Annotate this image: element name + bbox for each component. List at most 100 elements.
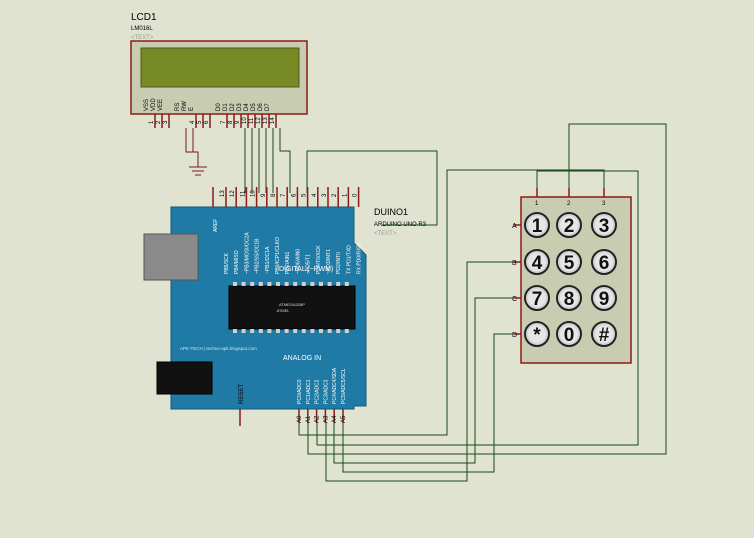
digital-pin-name: ~PD5/T1: [306, 254, 312, 274]
keypad-key-face: [528, 216, 546, 234]
digital-pin-name: ~PD3/INT1: [326, 249, 332, 274]
chip-pin: [233, 282, 237, 286]
lcd-screen: [140, 47, 300, 88]
mcu-chip-sub-label: ATMEL: [276, 308, 290, 313]
digital-pin-number: 6: [291, 193, 297, 197]
chip-pin: [241, 282, 246, 286]
chip-pin: [267, 329, 272, 333]
keypad-key-label: 7: [532, 289, 543, 310]
lcd-pin-name: D2: [230, 103, 236, 111]
lcd-pin-number: 4: [190, 120, 196, 124]
chip-pin: [319, 329, 323, 333]
analog-pin-name: PC3/ADC3: [323, 379, 329, 404]
mcu-chip: [228, 285, 356, 330]
digital-pin-name: PD7/AIN1: [285, 252, 291, 274]
digital-pin-number: 8: [271, 193, 277, 197]
keypad-row-label: D: [512, 332, 517, 339]
lcd-pin-name: VSS: [144, 99, 150, 111]
chip-pin: [336, 282, 341, 286]
digital-pin-number: 2: [332, 193, 338, 197]
digital-pin-name: RX PD0/RXD: [357, 244, 363, 274]
digital-pin-number: 9: [261, 193, 267, 197]
lcd-pin-number: 8: [228, 120, 234, 124]
chip-pin: [284, 282, 289, 286]
digital-pin-name: TX PD1/TXD: [346, 245, 352, 274]
power-jack: [156, 361, 213, 395]
lcd-part-label: LM016L: [131, 26, 153, 32]
chip-pin: [327, 329, 332, 333]
keypad-key-face: [528, 325, 546, 343]
lcd-pin-name: D4: [244, 103, 250, 111]
digital-pin-name: PB5/SCK: [224, 252, 230, 274]
lcd-pin-number: 6: [204, 120, 210, 124]
lcd-pin-number: 5: [197, 120, 203, 124]
analog-pin-name: PC2/ADC2: [315, 379, 321, 404]
lcd-pin-name: D3: [237, 103, 243, 111]
keypad-key-face: [595, 216, 613, 234]
digital-pin-number: 5: [302, 193, 308, 197]
chip-pin: [267, 282, 272, 286]
keypad-row-label: A: [512, 223, 517, 230]
keypad-key-face: [528, 289, 546, 307]
arduino-component[interactable]: ATMEGA328P ATMEL DIGITAL (~PWM) ANALOG I…: [143, 187, 427, 426]
lcd-pin-number: 1: [149, 120, 155, 124]
chip-pin: [293, 282, 298, 286]
keypad-key-label: *: [533, 325, 541, 346]
lcd-pin-number: 7: [221, 120, 227, 124]
digital-pin-number: 12: [230, 190, 236, 197]
digital-pin-number: 0: [353, 193, 359, 197]
chip-pin: [301, 282, 306, 286]
digital-pin-name: PB0/ICP1/CLKO: [275, 237, 281, 274]
keypad-key-label: 3: [599, 216, 610, 237]
lcd-pin-name: D0: [216, 103, 222, 111]
keypad-row-label: B: [512, 260, 517, 267]
chip-pin: [319, 282, 323, 286]
reset-pin: RESET: [239, 384, 245, 426]
ground-symbol: [185, 128, 207, 176]
lcd-pin-number: 13: [263, 117, 269, 124]
lcd-pin-name: D7: [265, 103, 271, 111]
arduino-text-placeholder: <TEXT>: [374, 231, 397, 237]
digital-pin-name: PD4/T0/XCK: [316, 245, 322, 274]
chip-pin: [241, 329, 246, 333]
analog-pin-name: PC4/ADC4/SDA: [332, 367, 338, 404]
chip-pin: [276, 282, 280, 286]
lcd-pin-name: D5: [251, 103, 257, 111]
lcd-pin-name: VDD: [151, 98, 157, 111]
lcd-pin-number: 12: [256, 117, 262, 124]
analog-pin-number: A1: [306, 415, 312, 423]
chip-pin: [258, 329, 263, 333]
keypad-key-face: [560, 289, 578, 307]
digital-pin-name: ~PB1/OC1A: [265, 246, 271, 274]
aref-label: AREF: [213, 219, 219, 232]
chip-pin: [233, 329, 237, 333]
keypad-wires: [298, 123, 667, 482]
analog-pin-number: A0: [297, 415, 303, 423]
keypad-key-label: #: [599, 325, 610, 346]
arduino-part-label: ARDUINO UNO R3: [374, 222, 427, 228]
analog-pin-name: PC5/ADC5/SCL: [341, 368, 347, 404]
lcd-text-placeholder: <TEXT>: [131, 35, 154, 41]
analog-pin-name: PC0/ADC0: [297, 379, 303, 404]
chip-pin: [301, 329, 306, 333]
keypad-key-label: 2: [564, 216, 575, 237]
lcd-pin-name: RW: [182, 101, 188, 111]
lcd-data-wires: [244, 128, 438, 226]
keypad-key-label: 0: [564, 325, 575, 346]
lcd-pin-name: RS: [175, 103, 181, 111]
digital-pin-number: 3: [322, 193, 328, 197]
lcd-pin-number: 10: [242, 117, 248, 124]
arduino-ref-label: DUINO1: [374, 207, 408, 217]
keypad-key-label: 4: [532, 253, 543, 274]
keypad-col-label: 3: [602, 201, 606, 207]
keypad-key-face: [595, 325, 613, 343]
digital-pin-number: 10: [251, 190, 257, 197]
keypad-col-label: 2: [567, 201, 571, 207]
